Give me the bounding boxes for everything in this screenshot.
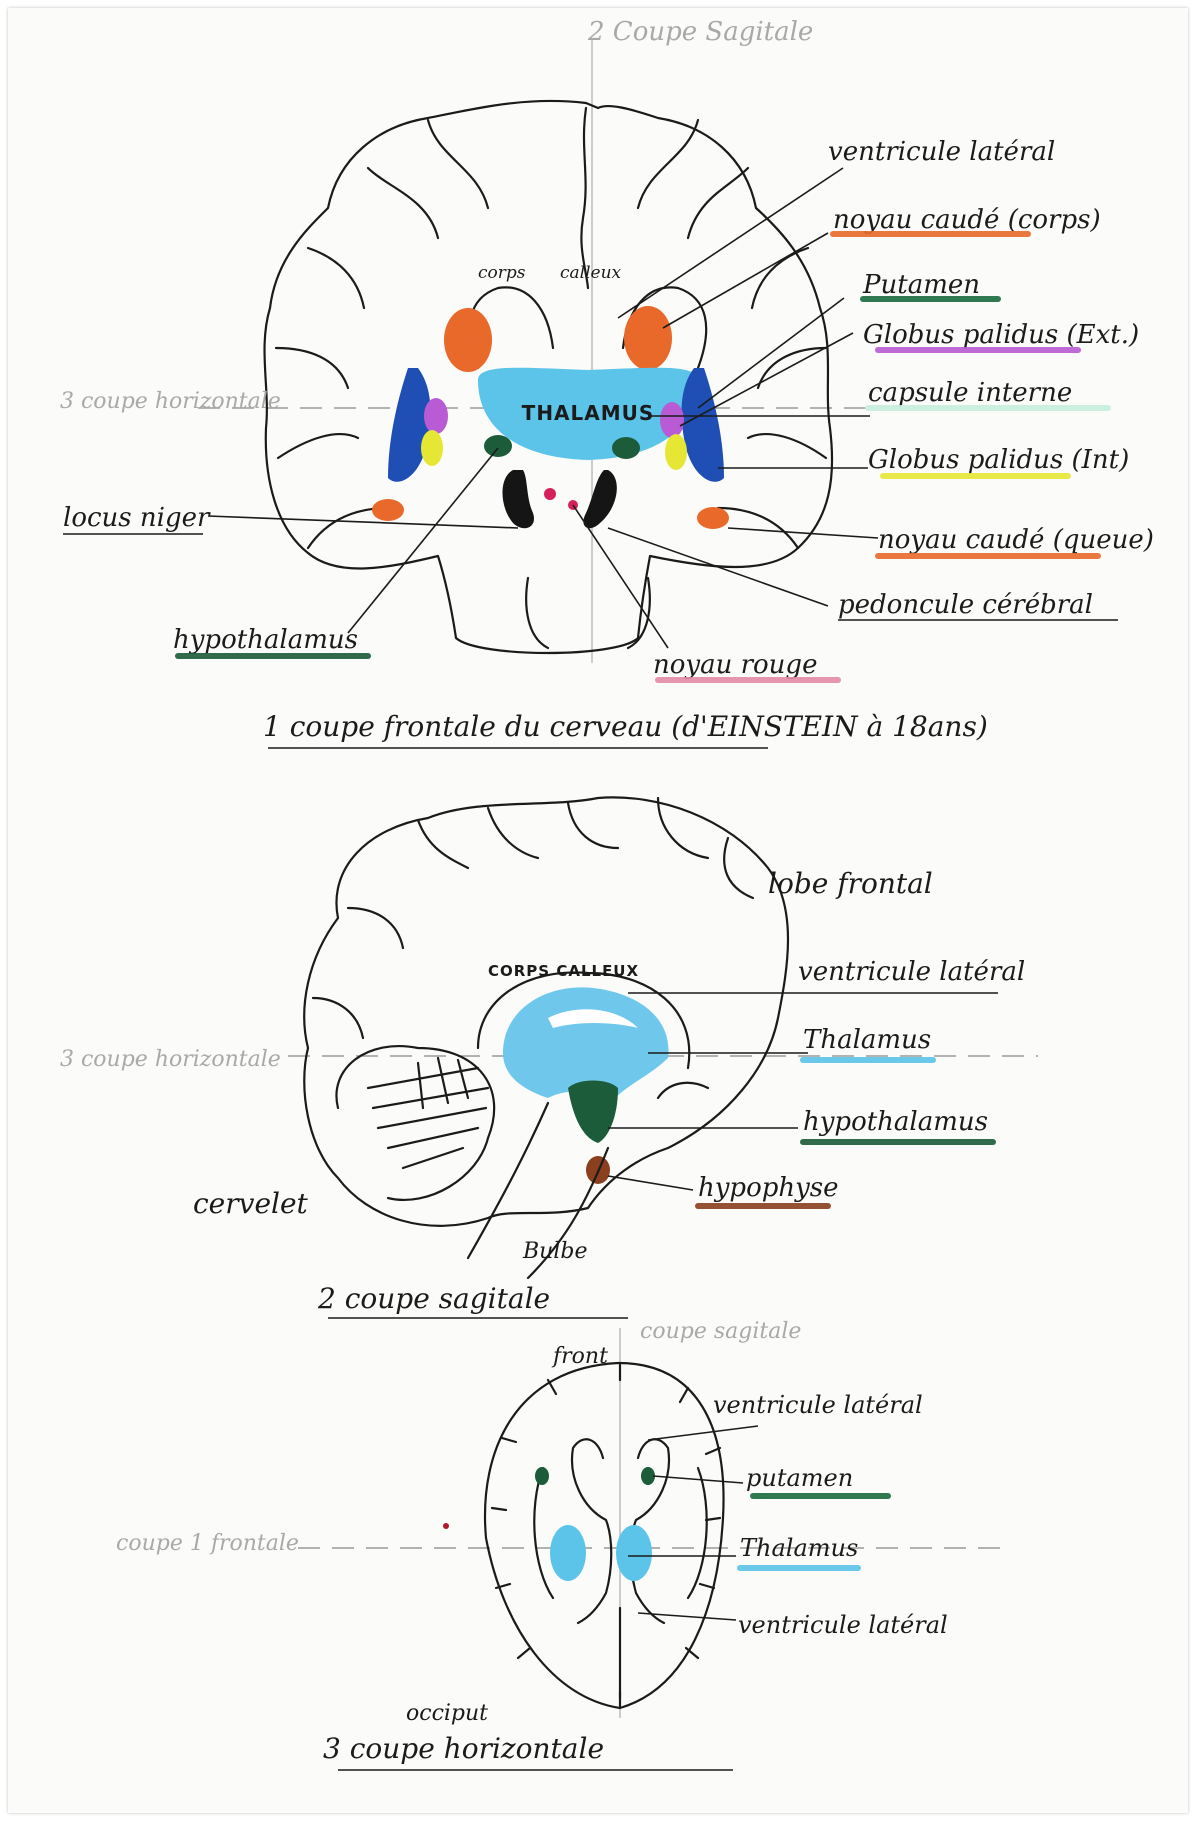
noyau-caude-queue-label: noyau caudé (queue) [878, 525, 1154, 555]
horizontal-caption: 3 coupe horizontale [323, 1732, 604, 1765]
hor-thalamus-label: Thalamus [740, 1534, 858, 1562]
horizontal-thalamus-left [550, 1525, 586, 1581]
putamen-label: Putamen [862, 270, 980, 300]
horizontal-top-note: coupe sagitale [640, 1319, 801, 1344]
paper-sheet: THALAMUS 2 Coupe Sagitale corps calleux … [8, 8, 1188, 1813]
sag-leader-hypophyse [608, 1176, 693, 1190]
frontal-top-note: 2 Coupe Sagitale [587, 17, 813, 47]
leader-pedoncule [608, 528, 828, 606]
leader-locus [208, 516, 518, 528]
sagittal-caption: 2 coupe sagitale [317, 1282, 550, 1315]
sagittal-section-figure: lobe frontal CORPS CALLEUX ventricule la… [60, 797, 1025, 1318]
globus-pallidus-ext-left [424, 398, 448, 434]
sag-thalamus-label: Thalamus [803, 1025, 931, 1055]
hypothalamus-right [612, 437, 640, 459]
red-nucleus-left [544, 488, 556, 500]
locus-niger-label: locus niger [63, 503, 211, 533]
cervelet-label: cervelet [193, 1187, 309, 1220]
hypophyse-label: hypophyse [698, 1173, 839, 1203]
blue-structure-right [681, 368, 724, 482]
hor-ventricule-bottom-label: ventricule latéral [738, 1611, 948, 1639]
globus-pallidus-ext-right [660, 402, 684, 438]
hypothalamus-label: hypothalamus [173, 625, 358, 655]
anatomy-drawing: THALAMUS 2 Coupe Sagitale corps calleux … [8, 8, 1188, 1813]
sagittal-corps-calleux-label: CORPS CALLEUX [488, 962, 639, 980]
thalamus-label: THALAMUS [522, 401, 655, 425]
corps-label: corps [478, 263, 526, 283]
frontal-caption: 1 coupe frontale du cerveau (d'EINSTEIN … [263, 710, 988, 743]
caudate-tail-left [372, 499, 404, 521]
leader-noyau-rouge [573, 505, 668, 648]
caudate-nucleus-left [444, 308, 492, 372]
frontal-side-note: 3 coupe horizontale [60, 389, 281, 414]
front-label: front [551, 1344, 608, 1369]
globus-int-label: Globus palidus (Int) [868, 445, 1129, 475]
caudate-tail-right [697, 507, 729, 529]
globus-pallidus-int-right [665, 434, 687, 470]
sag-ventricule-label: ventricule latéral [798, 957, 1025, 987]
capsule-interne-label: capsule interne [868, 378, 1072, 408]
bulbe-label: Bulbe [522, 1239, 587, 1264]
leader-caudate-corps [663, 233, 828, 328]
calleux-label: calleux [560, 263, 622, 283]
horizontal-section-figure: coupe sagitale front ventricule latéral … [116, 1319, 948, 1770]
frontal-section-figure: THALAMUS 2 Coupe Sagitale corps calleux … [60, 17, 1154, 748]
horizontal-thalamus-right [616, 1525, 652, 1581]
interhemispheric-fissure [581, 108, 588, 288]
lobe-frontal-label: lobe frontal [768, 867, 933, 900]
sagittal-hypothalamus [568, 1081, 618, 1144]
caudate-nucleus-right [624, 306, 672, 370]
horizontal-putamen-right [641, 1467, 655, 1485]
cerebellum-folia [368, 1058, 488, 1168]
globus-pallidus-int-left [421, 430, 443, 466]
red-dot-mark [443, 1523, 449, 1529]
ventricule-lateral-label: ventricule latéral [828, 137, 1055, 167]
hor-leader-ventricule-top [648, 1426, 758, 1440]
brainstem-outline [526, 578, 650, 648]
locus-niger-left [502, 470, 534, 528]
leader-caudate-queue [728, 528, 878, 538]
hor-ventricule-top-label: ventricule latéral [713, 1391, 923, 1419]
globus-ext-label: Globus palidus (Ext.) [863, 320, 1139, 350]
hor-putamen-label: putamen [746, 1464, 853, 1492]
leader-hypothalamus [348, 448, 498, 633]
pedoncule-label: pedoncule cérébral [838, 590, 1093, 620]
occiput-label: occiput [406, 1701, 488, 1726]
hypothalamus-left [484, 435, 512, 457]
sagittal-side-note: 3 coupe horizontale [60, 1047, 281, 1072]
blue-structure-left [388, 368, 431, 482]
leader-putamen [698, 298, 844, 408]
horizontal-putamen-left [535, 1467, 549, 1485]
sag-hypothalamus-label: hypothalamus [803, 1107, 988, 1137]
noyau-rouge-label: noyau rouge [653, 650, 817, 680]
locus-niger-right [583, 470, 616, 528]
horizontal-side-note: coupe 1 frontale [116, 1531, 299, 1556]
noyau-caude-corps-label: noyau caudé (corps) [833, 205, 1101, 235]
